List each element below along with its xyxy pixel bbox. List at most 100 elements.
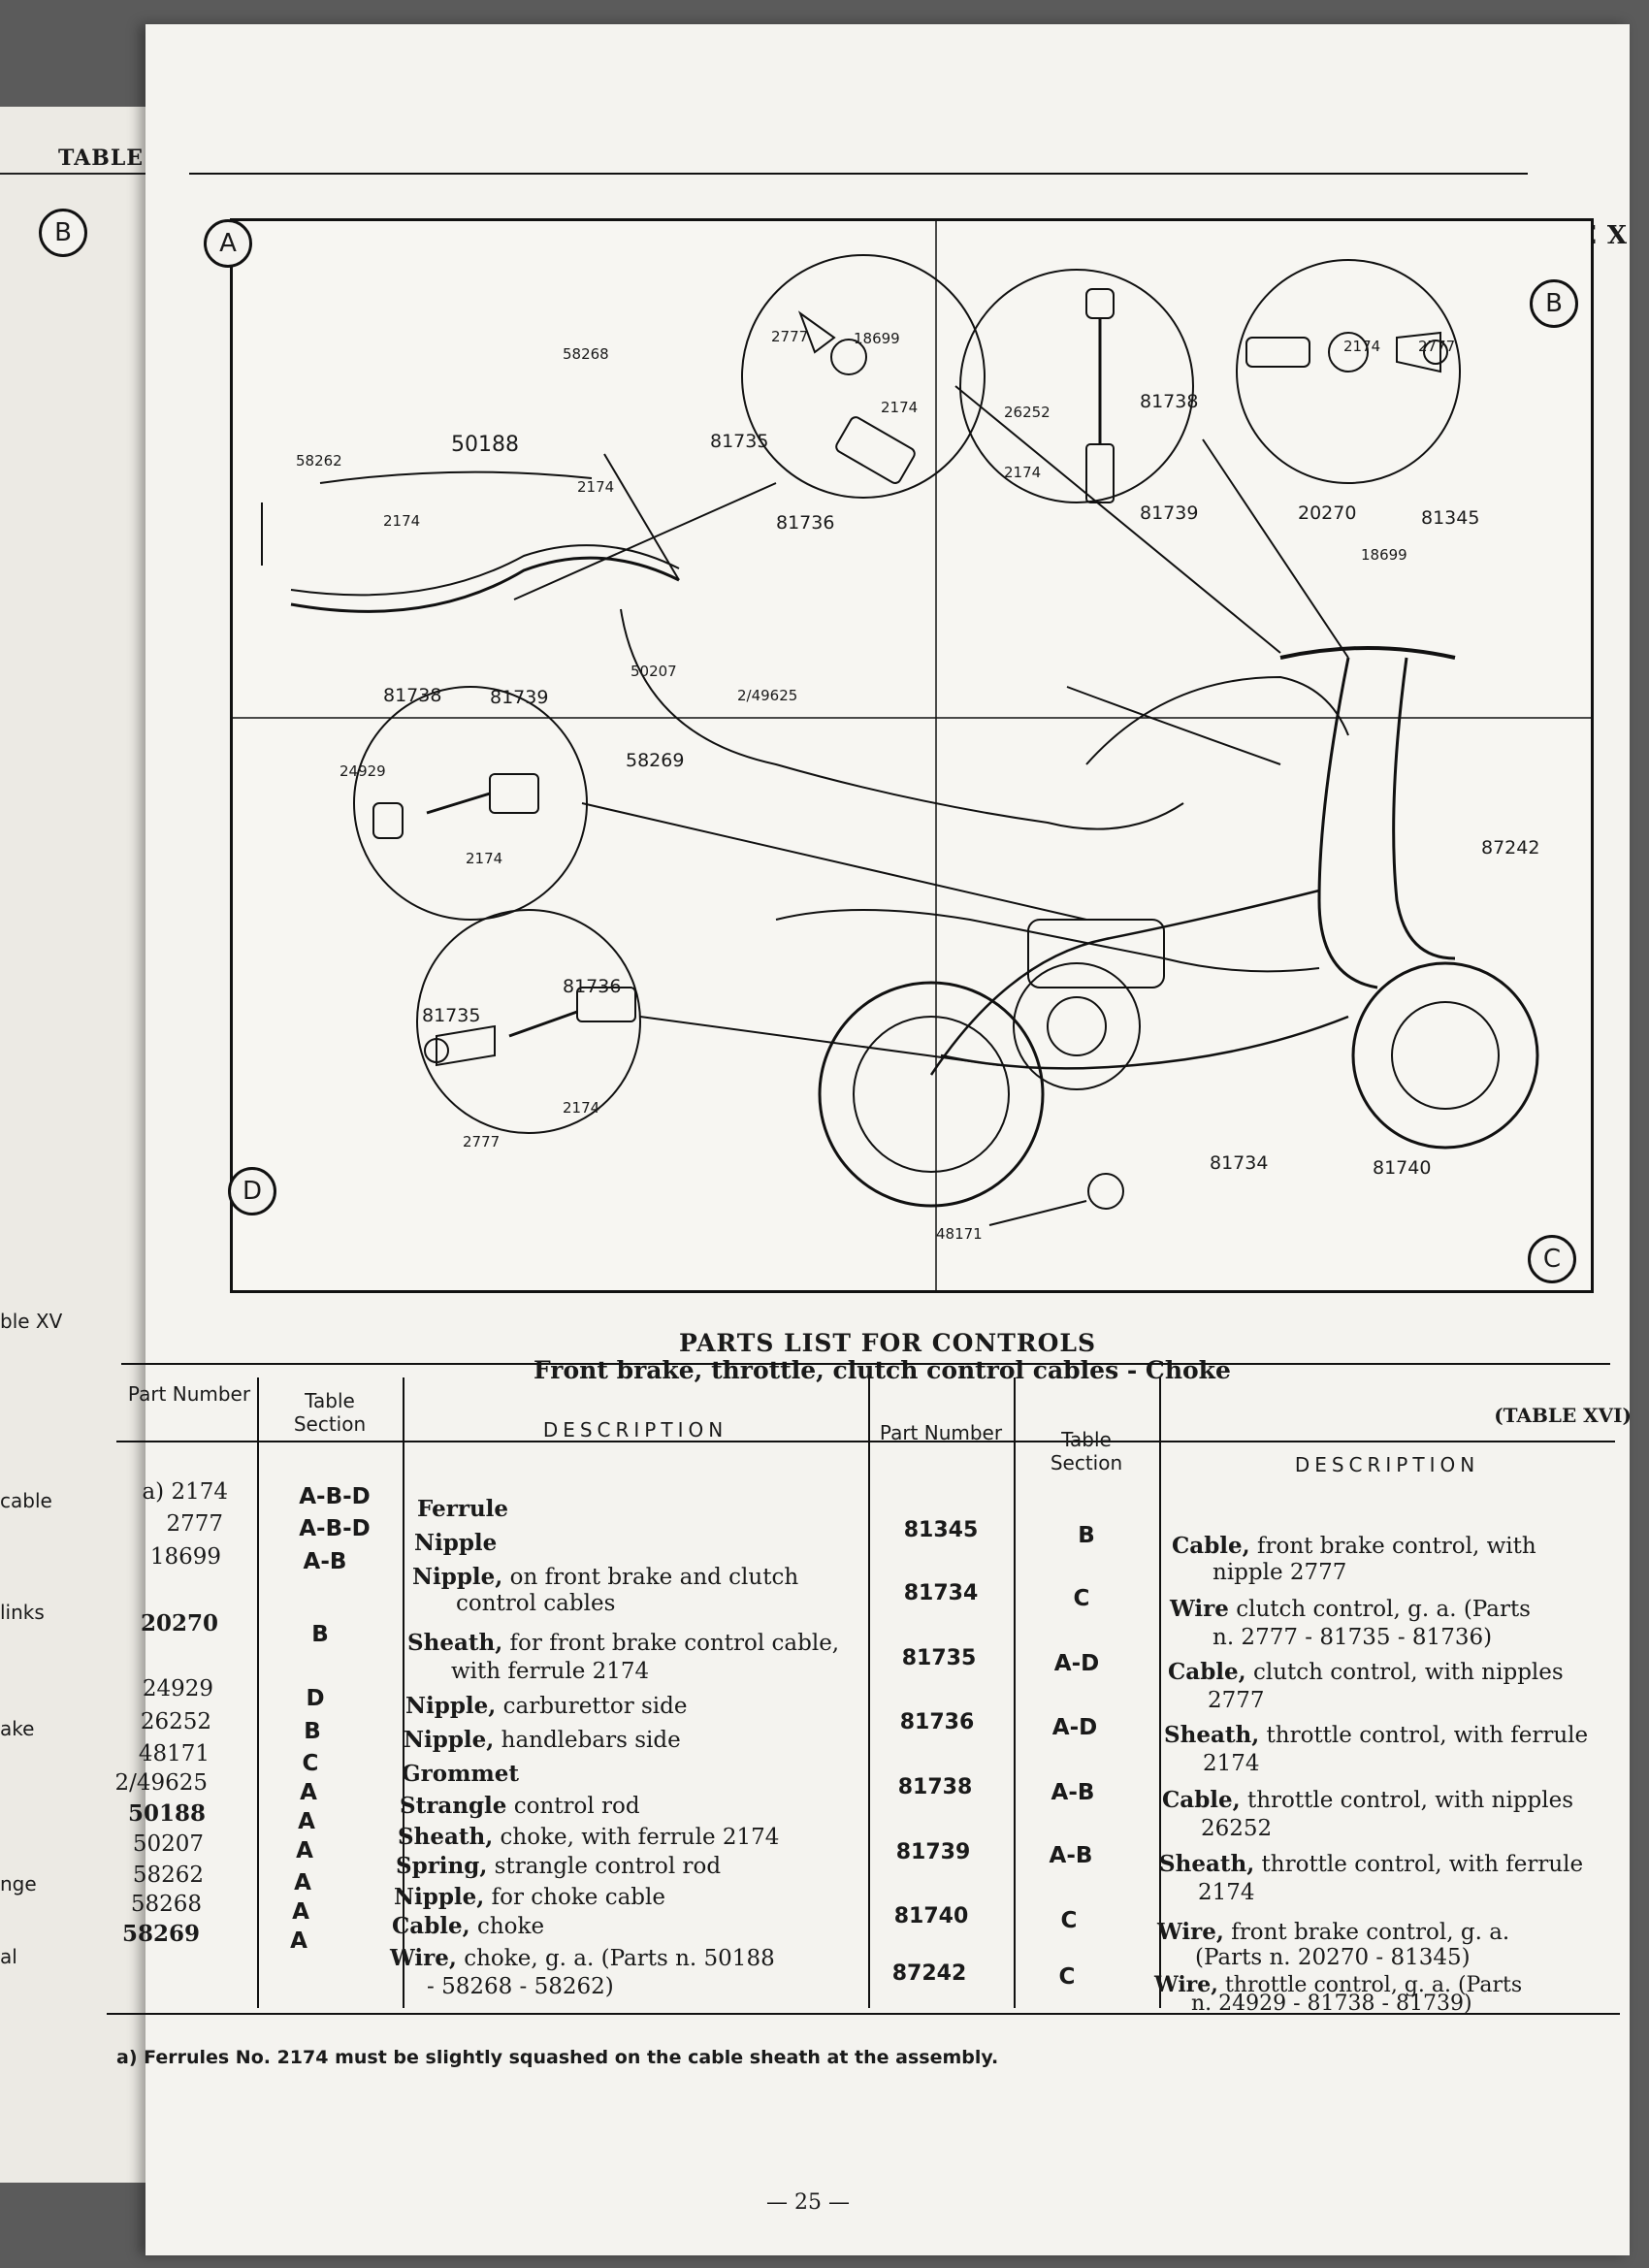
description-text: control rod — [513, 1794, 640, 1819]
table-top-rule — [121, 1363, 1610, 1365]
part-name: Cable, — [392, 1913, 470, 1939]
part-description: Nipple, handlebars side — [404, 1727, 681, 1753]
header-table-section-right: Table Section — [1050, 1428, 1123, 1474]
callout: 2174 — [563, 1099, 600, 1117]
part-name: Sheath, — [1159, 1851, 1255, 1877]
part-number: 2777 — [166, 1511, 223, 1537]
header-part-number: Part Number — [127, 1382, 251, 1406]
part-name: Nipple, — [405, 1693, 497, 1719]
part-number: 81738 — [897, 1775, 973, 1799]
part-name: Sheath, — [1164, 1722, 1260, 1748]
callout: 81736 — [563, 976, 622, 997]
part-number: 50207 — [132, 1831, 204, 1857]
description-text: throttle control, with nipples — [1246, 1788, 1574, 1813]
table-section: A — [300, 1780, 317, 1805]
description-continued: (Parts n. 20270 - 81345) — [1195, 1945, 1471, 1970]
description-text: clutch control, g. a. (Parts — [1236, 1597, 1531, 1622]
table-section: C — [1058, 1964, 1076, 1990]
prev-page-fragment: ble XV — [0, 1310, 63, 1333]
part-number: 87242 — [891, 1961, 967, 1986]
part-description: Sheath, throttle control, with ferrule — [1164, 1722, 1588, 1748]
callout: 81735 — [710, 431, 769, 452]
table-section: A-B — [1051, 1780, 1095, 1805]
callout: 81345 — [1421, 507, 1480, 529]
description-text: clutch control, with nipples — [1252, 1660, 1564, 1685]
description-text: choke, with ferrule 2174 — [500, 1825, 780, 1850]
part-number: 48171 — [138, 1741, 210, 1766]
part-name: Nipple — [414, 1530, 498, 1556]
callout: 2174 — [466, 850, 503, 867]
description-continued: 2174 — [1203, 1751, 1260, 1776]
part-description: Strangle control rod — [400, 1793, 640, 1819]
table-section: A-B — [1049, 1843, 1093, 1868]
part-number: 81740 — [893, 1904, 969, 1928]
section-letter-c: C — [1528, 1235, 1576, 1283]
callout: 81739 — [1140, 502, 1199, 524]
part-description: Nipple, carburettor side — [405, 1693, 688, 1719]
part-description: Cable, throttle control, with nipples — [1162, 1787, 1573, 1813]
callout: 81735 — [422, 1005, 481, 1026]
part-name: Wire — [1170, 1596, 1229, 1622]
table-section: C — [1060, 1908, 1078, 1933]
table-section: A-D — [1053, 1651, 1100, 1676]
callout: 18699 — [854, 330, 900, 347]
description-text: for choke cable — [491, 1885, 665, 1910]
callout: 81736 — [776, 512, 835, 534]
table-section: D — [306, 1686, 325, 1711]
part-description: Spring, strangle control rod — [396, 1853, 721, 1879]
description-continued: 2174 — [1198, 1880, 1255, 1905]
section-letter-d: D — [228, 1167, 276, 1215]
callout: 2777 — [1418, 338, 1456, 355]
table-reference: (TABLE XVI) — [1494, 1404, 1632, 1427]
part-name: Cable, — [1162, 1787, 1241, 1813]
callout: 50207 — [630, 663, 677, 680]
callout: 81738 — [1140, 391, 1199, 412]
page-number: — 25 — — [766, 2190, 850, 2215]
part-description: Wire, throttle control, g. a. (Parts — [1154, 1972, 1522, 1997]
part-number: 26252 — [140, 1709, 211, 1734]
description-continued: 2777 — [1208, 1688, 1265, 1713]
prev-page-fragment: nge — [0, 1872, 37, 1895]
table-section: B — [311, 1622, 329, 1647]
table-section: A-B — [303, 1549, 347, 1574]
table-section: A-B-D — [299, 1484, 371, 1509]
table-section: C — [1073, 1586, 1090, 1611]
callout: 81739 — [490, 687, 549, 708]
exploded-diagram: A B C D 58268 50188 58262 2174 2174 2777… — [204, 218, 1594, 1293]
header-part-number-right: Part Number — [879, 1421, 1003, 1444]
table-section: A-D — [1051, 1715, 1098, 1740]
prev-page-fragment: cable — [0, 1489, 52, 1512]
description-text: front brake control, with — [1256, 1534, 1536, 1559]
callout: 2174 — [577, 478, 615, 496]
table-section: B — [304, 1719, 321, 1744]
part-description: Cable, clutch control, with nipples — [1168, 1659, 1564, 1685]
table-section: C — [302, 1751, 319, 1776]
description-text: throttle control, g. a. (Parts — [1224, 1973, 1523, 1997]
table-section: A — [292, 1899, 309, 1925]
description-text: carburettor side — [502, 1694, 688, 1719]
description-text: choke — [476, 1914, 545, 1939]
part-number: 2/49625 — [114, 1770, 208, 1796]
part-number: 81345 — [903, 1518, 979, 1542]
diagram-drawing — [233, 221, 1591, 1290]
part-description: Nipple, for choke cable — [394, 1884, 665, 1910]
table-section: A-B-D — [299, 1516, 371, 1541]
prev-section-letter: B — [39, 209, 87, 257]
part-number: 50188 — [127, 1800, 206, 1827]
section-letter-a: A — [204, 219, 252, 268]
callout: 2174 — [383, 512, 421, 530]
part-name: Spring, — [396, 1853, 488, 1879]
header-rule — [189, 173, 1528, 175]
part-name: Nipple, — [412, 1564, 503, 1590]
description-text: for front brake control cable, — [509, 1631, 840, 1656]
part-name: Sheath, — [407, 1630, 503, 1656]
header-description-right: DESCRIPTION — [1294, 1453, 1480, 1476]
part-name: Cable, — [1168, 1659, 1246, 1685]
part-number: 58262 — [132, 1863, 204, 1888]
description-text: handlebars side — [501, 1728, 681, 1753]
callout: 81734 — [1210, 1152, 1269, 1174]
column-divider — [1014, 1377, 1016, 2008]
header-table-section: Table Section — [293, 1389, 367, 1436]
description-text: front brake control, g. a. — [1231, 1920, 1510, 1945]
table-section: A — [290, 1928, 307, 1954]
